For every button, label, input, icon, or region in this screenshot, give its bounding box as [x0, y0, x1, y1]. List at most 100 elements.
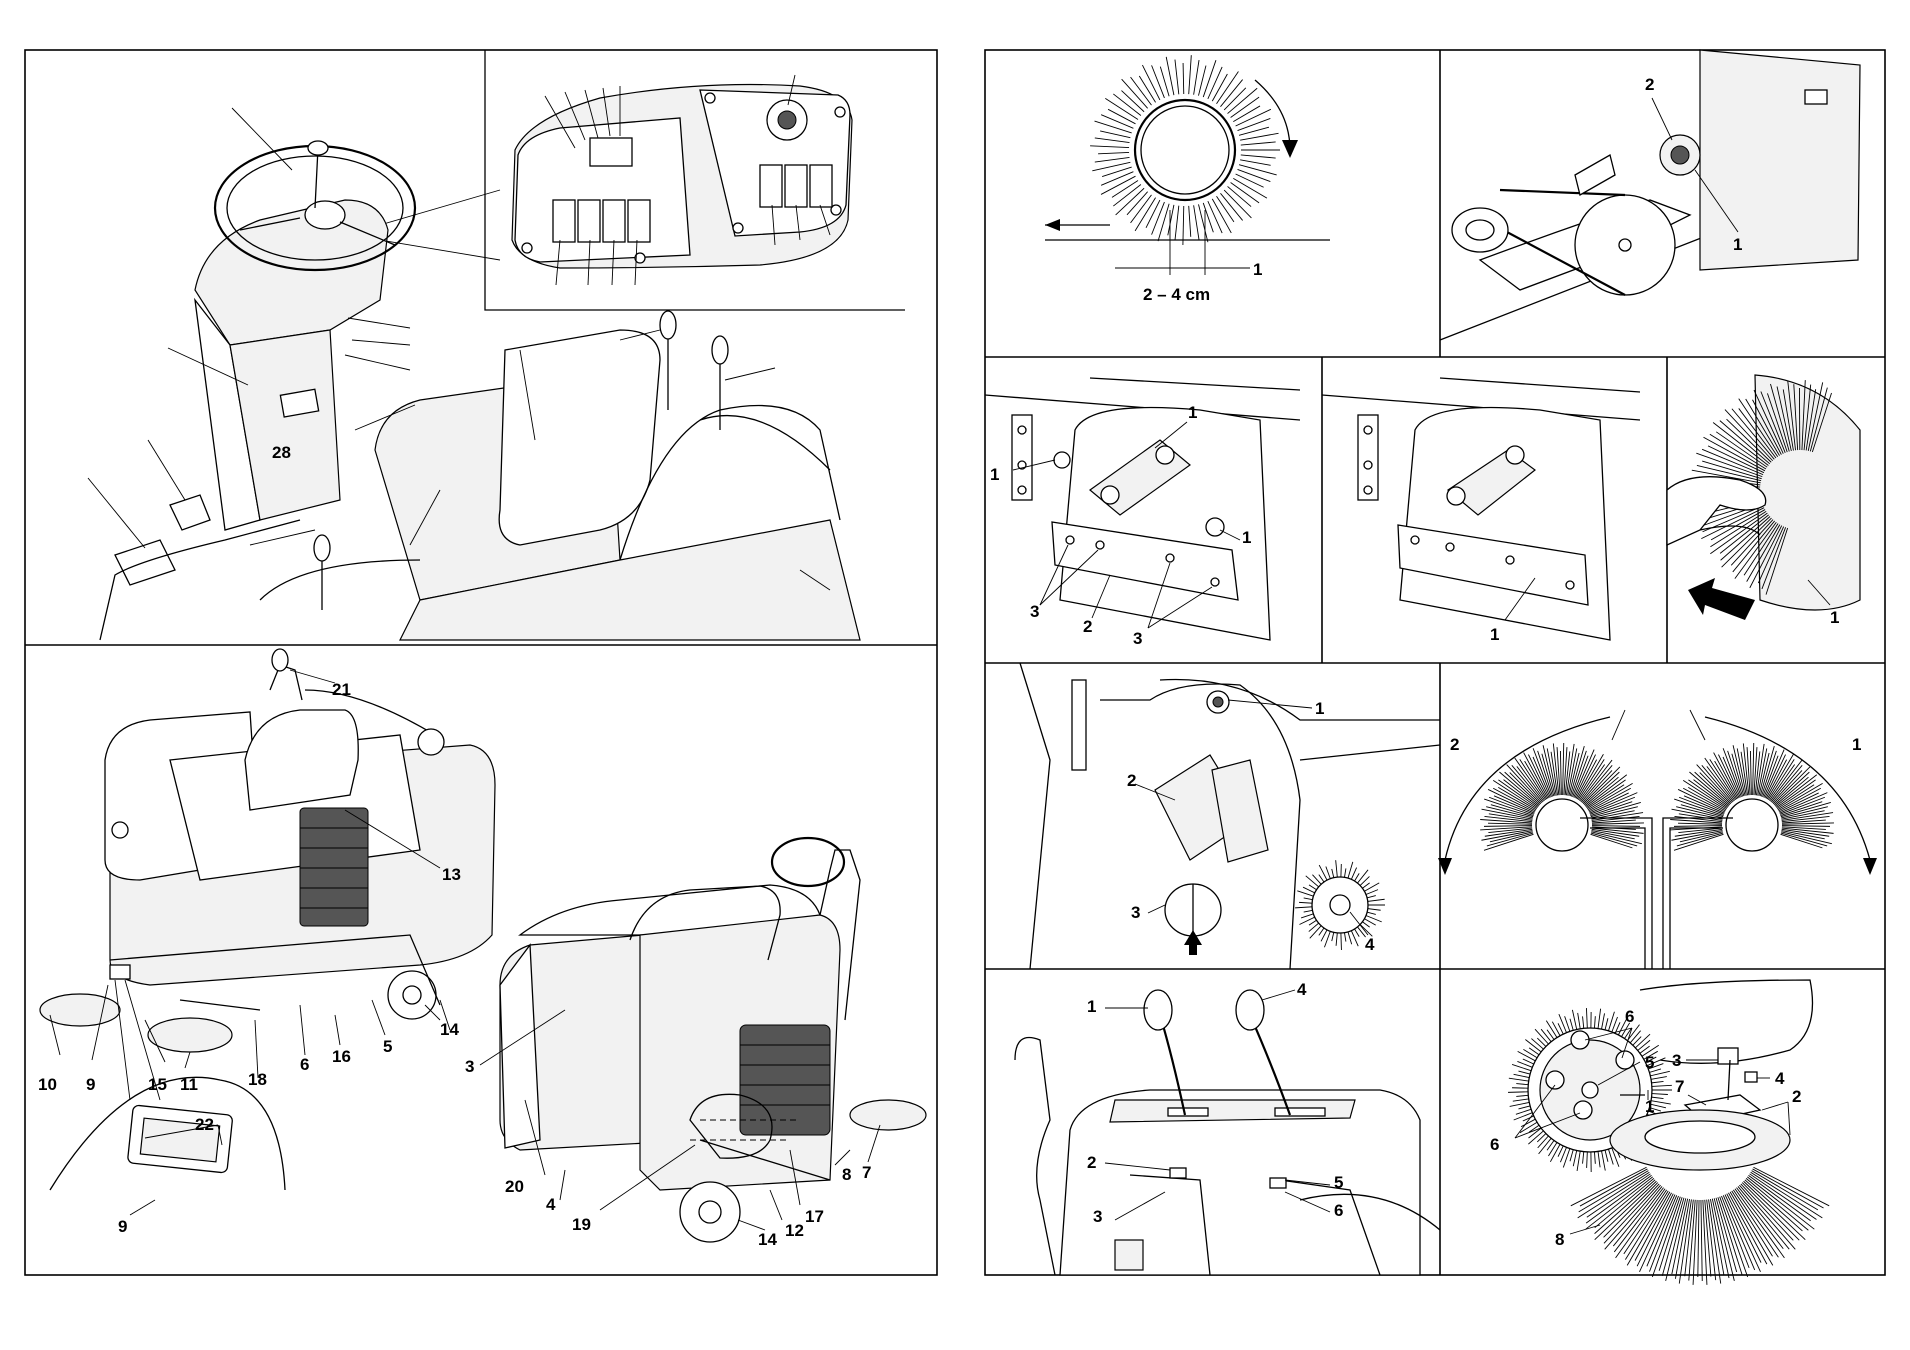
label-1: 1 [1087, 997, 1096, 1016]
bristle-stroke [1518, 1106, 1530, 1109]
bristle-stroke [1239, 165, 1277, 175]
bristle-stroke [1183, 63, 1184, 94]
label-5: 5 [383, 1037, 392, 1056]
bristle-stroke [1752, 1171, 1818, 1210]
bristle-stroke [1560, 751, 1561, 795]
bristle-stroke [1591, 807, 1638, 818]
bristle-stroke [1158, 204, 1169, 241]
bristle-stroke [1102, 167, 1132, 176]
bristle-stroke [1725, 1195, 1760, 1272]
bristle-stroke [1693, 1200, 1697, 1285]
side-brush-mount-panel: 6 5 3 4 7 1 2 6 8 [1490, 980, 1829, 1285]
bristle-stroke [1578, 1013, 1581, 1029]
bristle-stroke [1583, 1152, 1584, 1164]
bristle-stroke [1583, 1016, 1584, 1028]
flap-adjust-panel-b: 1 [1322, 378, 1640, 644]
bristle-stroke [1090, 146, 1129, 148]
label-3: 3 [1093, 1207, 1102, 1226]
bristle-stroke [1701, 1200, 1702, 1281]
bristle-stroke [1514, 1074, 1530, 1077]
bristle-stroke [1233, 106, 1260, 122]
bristle-stroke [1697, 765, 1732, 803]
label-1: 1 [1645, 1097, 1654, 1116]
bristle-stroke [1139, 76, 1155, 102]
bristle-stroke [1152, 202, 1165, 235]
label-1-top: 1 [1188, 403, 1197, 422]
flap-adjust-panel-a: 1 1 1 3 2 3 [985, 378, 1300, 648]
bristle-stroke [1208, 67, 1222, 99]
label-7: 7 [862, 1163, 871, 1182]
bristle-stroke [1516, 1109, 1531, 1114]
bristle-stroke [1518, 1071, 1530, 1074]
label-9-detail: 9 [118, 1217, 127, 1236]
bristle-stroke [1101, 115, 1133, 129]
bristle-stroke [1782, 823, 1834, 824]
bristle-stroke [1781, 807, 1828, 818]
bristle-stroke [1194, 60, 1199, 95]
bristle-stroke [1189, 55, 1192, 94]
bristle-stroke [1484, 834, 1533, 850]
label-21: 21 [332, 680, 351, 699]
bristle-stroke [1703, 1200, 1707, 1285]
bristle-stroke [1146, 200, 1160, 228]
bristle-stroke [1095, 138, 1130, 143]
bristle-stroke [1630, 1031, 1640, 1043]
label-1: 1 [1830, 608, 1839, 627]
bristle-stroke [1546, 1021, 1557, 1038]
label-9: 9 [86, 1075, 95, 1094]
main-brush-panel: 1 2 3 4 [1020, 663, 1440, 969]
bristle-stroke [1563, 743, 1564, 795]
bristle-stroke [1753, 743, 1754, 795]
bristle-stroke [1592, 823, 1644, 824]
bristle-stroke [1638, 1040, 1650, 1050]
bristle-stroke [1586, 1008, 1587, 1028]
bristle-stroke [1516, 1095, 1528, 1096]
bristle-stroke [1100, 131, 1130, 138]
driver-area-panel: 28 [88, 50, 905, 640]
bristle-stroke [1175, 60, 1179, 95]
bristle-stroke [1539, 1138, 1552, 1154]
bristle-stroke [1212, 74, 1227, 101]
bristle-stroke [1550, 1144, 1560, 1162]
bristle-stroke [1602, 1013, 1605, 1029]
label-8: 8 [1555, 1230, 1564, 1249]
bristle-stroke [1753, 1169, 1824, 1208]
bristle-stroke [1583, 767, 1620, 804]
bristle-stroke [1587, 1152, 1588, 1168]
label-13: 13 [442, 865, 461, 884]
bristle-stroke [1712, 1199, 1729, 1278]
bristle-stroke [1559, 1014, 1567, 1033]
label-14-front: 14 [758, 1230, 777, 1249]
bristle-stroke [1548, 1142, 1557, 1156]
bristle-stroke [1523, 1049, 1537, 1057]
bristle-stroke [1605, 1018, 1608, 1030]
bristle-stroke [1198, 204, 1207, 242]
bristle-stroke [1528, 1131, 1543, 1144]
label-10: 10 [38, 1075, 57, 1094]
bristle-stroke [1529, 1128, 1542, 1138]
label-4: 4 [1297, 980, 1307, 999]
bristle-stroke [1510, 1102, 1530, 1106]
bristle-stroke [1509, 1078, 1529, 1081]
bristle-stroke [1480, 827, 1532, 830]
label-1: 1 [1490, 625, 1499, 644]
label-2: 2 [1083, 617, 1092, 636]
label-12: 12 [785, 1221, 804, 1240]
label-3-left: 3 [1030, 602, 1039, 621]
label-4: 4 [546, 1195, 556, 1214]
bristle-stroke [1516, 1084, 1528, 1085]
bristle-stroke [1672, 1199, 1688, 1274]
bristle-stroke [1627, 1025, 1639, 1041]
label-2: 2 [1645, 75, 1654, 94]
bristle-stroke [1538, 1136, 1549, 1148]
bristle-stroke [1594, 1016, 1595, 1028]
bristle-stroke [1183, 206, 1184, 245]
bristle-stroke [1652, 1081, 1664, 1082]
label-3: 3 [1672, 1051, 1681, 1070]
label-1: 1 [1852, 735, 1861, 754]
bristle-stroke [1558, 1023, 1563, 1034]
label-8: 8 [842, 1165, 851, 1184]
bristle-stroke [1541, 1029, 1551, 1041]
bristle-stroke [1236, 174, 1264, 187]
label-22: 22 [195, 1115, 214, 1134]
